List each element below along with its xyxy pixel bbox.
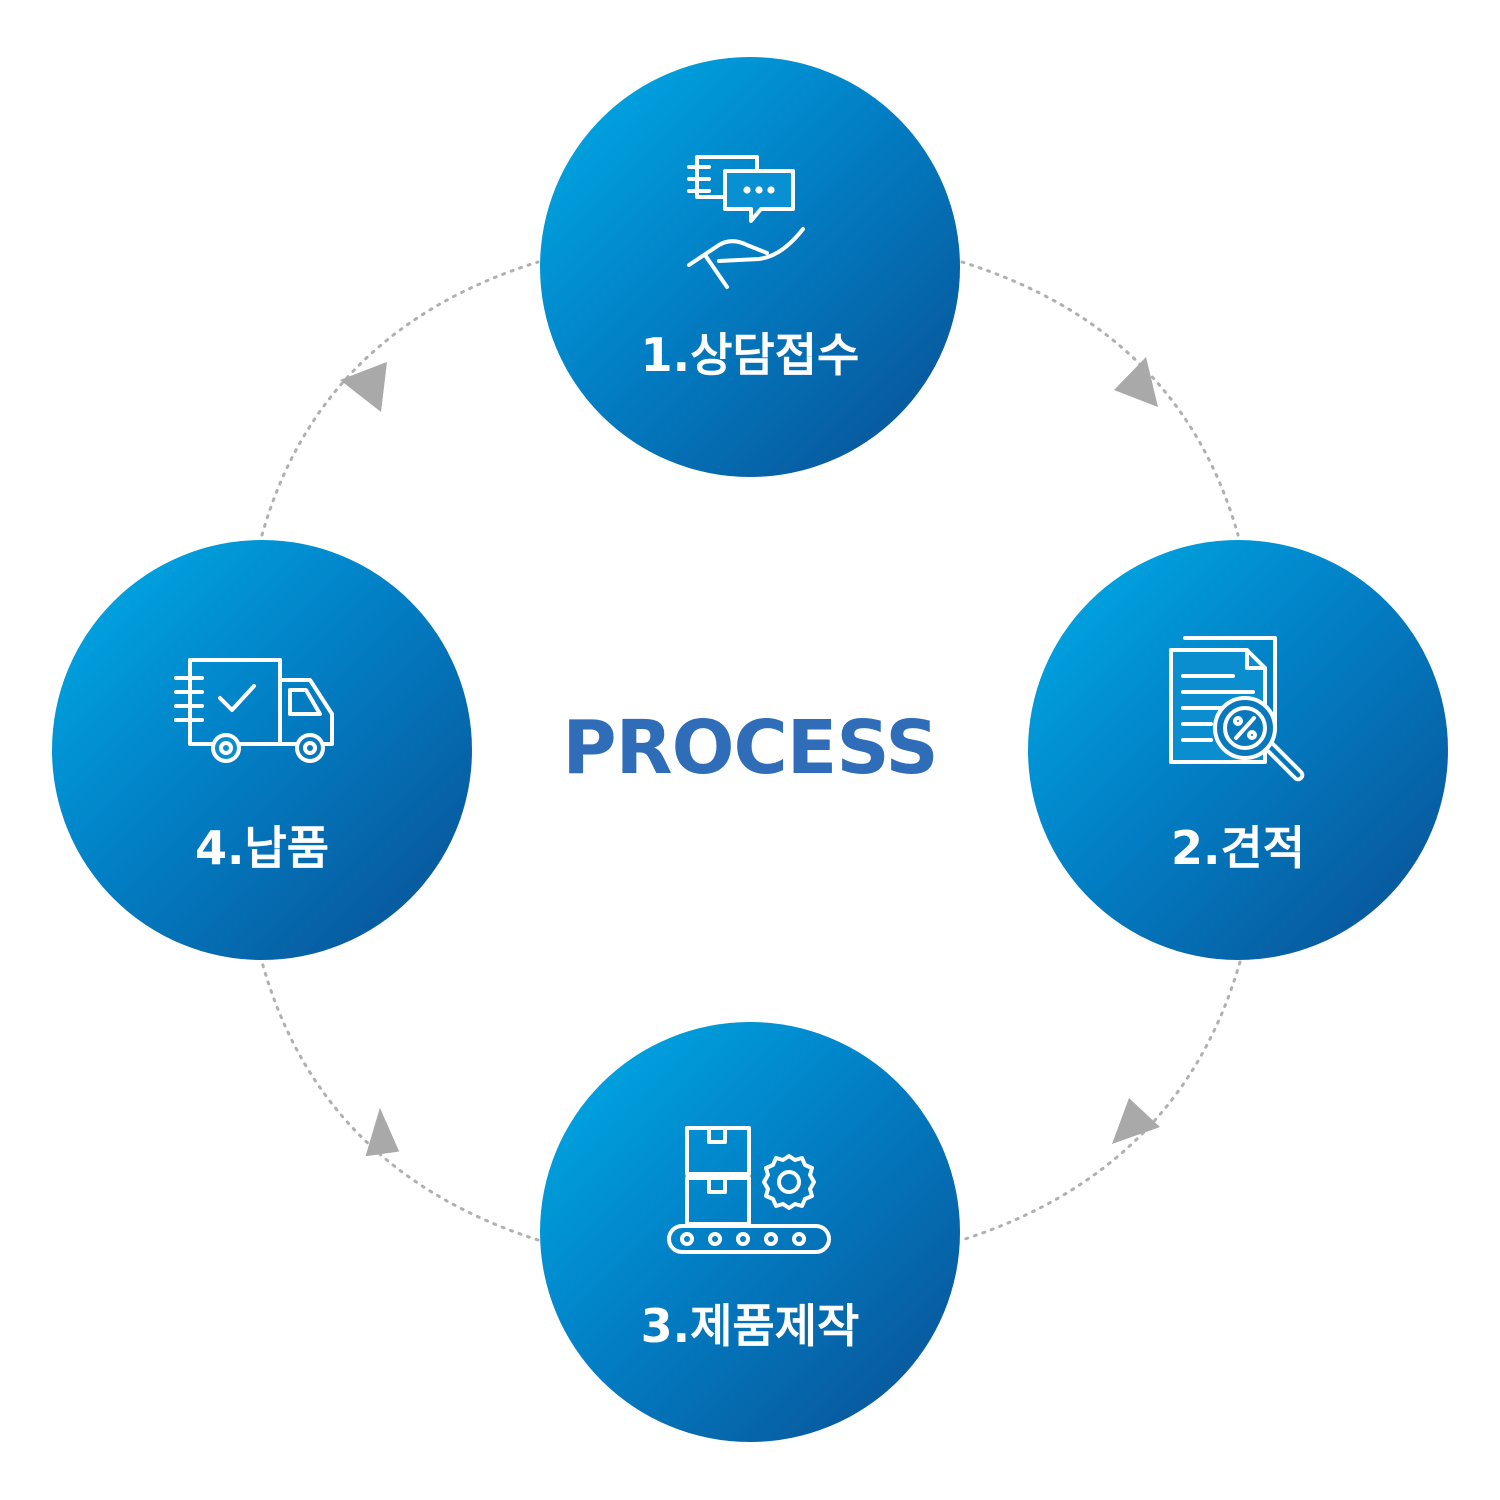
step-1-label: 1.상담접수 [640,328,860,382]
delivery-truck-check-icon [172,652,352,772]
step-3-label: 3.제품제작 [640,1299,860,1353]
arrow-3-to-4 [365,1107,400,1157]
connector-1-to-2 [960,260,1240,537]
consultation-hand-chat-icon [685,149,815,299]
connector-4-to-1 [260,260,540,537]
step-2-circle: 2.견적 [1028,540,1448,960]
connector-3-to-4 [260,960,540,1242]
step-1-circle: 1.상담접수 [540,57,960,477]
arrow-2-to-3 [1112,1098,1160,1144]
arrow-1-to-2 [1114,357,1158,407]
step-4-label: 4.납품 [194,821,330,875]
boxes-gear-conveyor-icon [665,1122,835,1262]
step-4-circle: 4.납품 [52,540,472,960]
step-2-label: 2.견적 [1170,821,1306,875]
arrow-4-to-1 [340,362,387,412]
diagram-title: PROCESS [562,705,938,791]
connector-2-to-3 [960,960,1242,1242]
step-3-circle: 3.제품제작 [540,1022,960,1442]
document-percent-magnifier-icon [1163,632,1313,802]
